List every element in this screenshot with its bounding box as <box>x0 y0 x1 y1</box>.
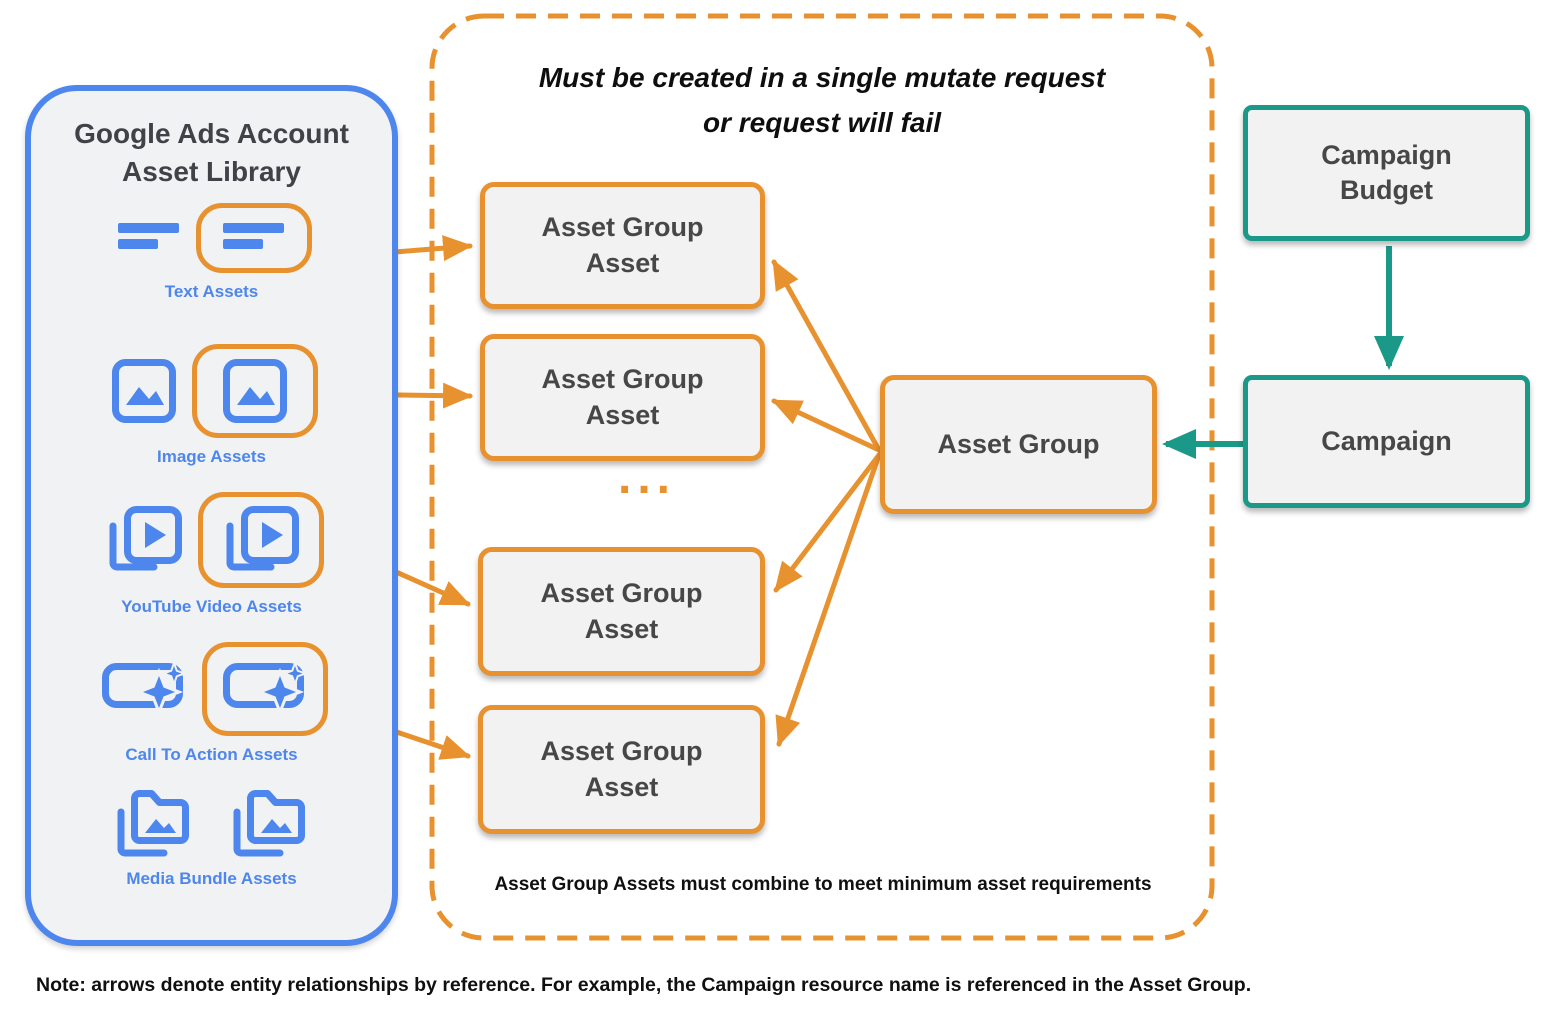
call-to-action-asset-icon <box>96 661 192 717</box>
mutate-request-title-line1: Must be created in a single mutate reque… <box>538 62 1106 93</box>
youtube-video-asset-icon-highlighted <box>197 492 324 588</box>
call-to-action-asset-icon-highlighted <box>201 642 328 736</box>
asset-group-asset-4-line1: Asset Group <box>540 736 703 767</box>
asset-group-asset-4-line2: Asset <box>584 771 659 802</box>
text-asset-icon-highlighted <box>195 203 312 273</box>
asset-group-asset-1-line1: Asset Group <box>541 212 704 243</box>
youtube-video-assets-label: YouTube Video Assets <box>121 597 302 616</box>
library-row-image-assets: Image Assets <box>31 344 392 467</box>
text-assets-label: Text Assets <box>164 282 259 301</box>
image-assets-label: Image Assets <box>157 447 266 466</box>
media-bundle-asset-icon <box>108 788 200 860</box>
image-assets-icon-pair <box>106 344 318 438</box>
asset-group-box: Asset Group <box>880 375 1157 514</box>
campaign-budget-line1: Campaign <box>1321 139 1452 170</box>
asset-group-asset-box-3: Asset Group Asset <box>478 547 765 676</box>
call-to-action-assets-label: Call To Action Assets <box>125 745 298 764</box>
arrow-assetgroup-to-aga3 <box>773 452 882 593</box>
library-row-media-bundle-assets: Media Bundle Assets <box>31 788 392 889</box>
campaign-budget-line2: Budget <box>1340 175 1433 205</box>
library-row-youtube-video-assets: YouTube Video Assets <box>31 492 392 617</box>
campaign-budget-box: Campaign Budget <box>1243 105 1530 241</box>
image-asset-icon-highlighted <box>191 344 318 438</box>
image-asset-icon <box>106 359 182 423</box>
campaign-label: Campaign <box>1321 425 1452 456</box>
library-row-call-to-action-assets: Call To Action Assets <box>31 642 392 765</box>
asset-library-panel: Google Ads Account Asset Library <box>25 85 398 946</box>
combine-requirements-caption: Asset Group Assets must combine to meet … <box>494 874 1152 895</box>
asset-library-title-line1: Google Ads Account <box>74 118 349 149</box>
arrow-assetgroup-to-aga4 <box>775 452 882 747</box>
library-row-text-assets: Text Assets <box>31 203 392 302</box>
asset-library-title-line2: Asset Library <box>122 155 301 187</box>
asset-group-asset-1-line2: Asset <box>585 247 660 278</box>
asset-group-asset-2-line1: Asset Group <box>541 364 704 395</box>
asset-group-asset-box-1: Asset Group Asset <box>480 182 765 309</box>
asset-group-asset-3-line1: Asset Group <box>540 578 703 609</box>
asset-group-asset-box-4: Asset Group Asset <box>478 705 765 834</box>
arrow-assetgroup-to-aga1 <box>771 259 882 453</box>
call-to-action-assets-icon-pair <box>96 642 328 736</box>
campaign-box: Campaign <box>1243 375 1530 508</box>
asset-group-asset-3-line2: Asset <box>584 613 659 644</box>
media-bundle-assets-icon-pair <box>108 788 316 860</box>
text-assets-icon-pair <box>112 203 312 273</box>
asset-library-title: Google Ads Account Asset Library <box>31 115 392 191</box>
reference-note: Note: arrows denote entity relationships… <box>36 974 1252 996</box>
media-bundle-assets-label: Media Bundle Assets <box>126 869 297 888</box>
arrow-assetgroup-to-aga2 <box>771 398 882 453</box>
mutate-request-title: Must be created in a single mutate reque… <box>440 56 1204 146</box>
more-assets-ellipsis: ... <box>617 451 676 504</box>
asset-group-label: Asset Group <box>937 428 1100 459</box>
media-bundle-asset-icon <box>224 788 316 860</box>
text-asset-icon <box>112 222 186 254</box>
youtube-video-assets-icon-pair <box>100 492 324 588</box>
asset-group-asset-2-line2: Asset <box>585 399 660 430</box>
youtube-video-asset-icon <box>100 506 188 574</box>
mutate-request-title-line2: or request will fail <box>702 106 942 138</box>
asset-group-asset-box-2: Asset Group Asset <box>480 334 765 461</box>
